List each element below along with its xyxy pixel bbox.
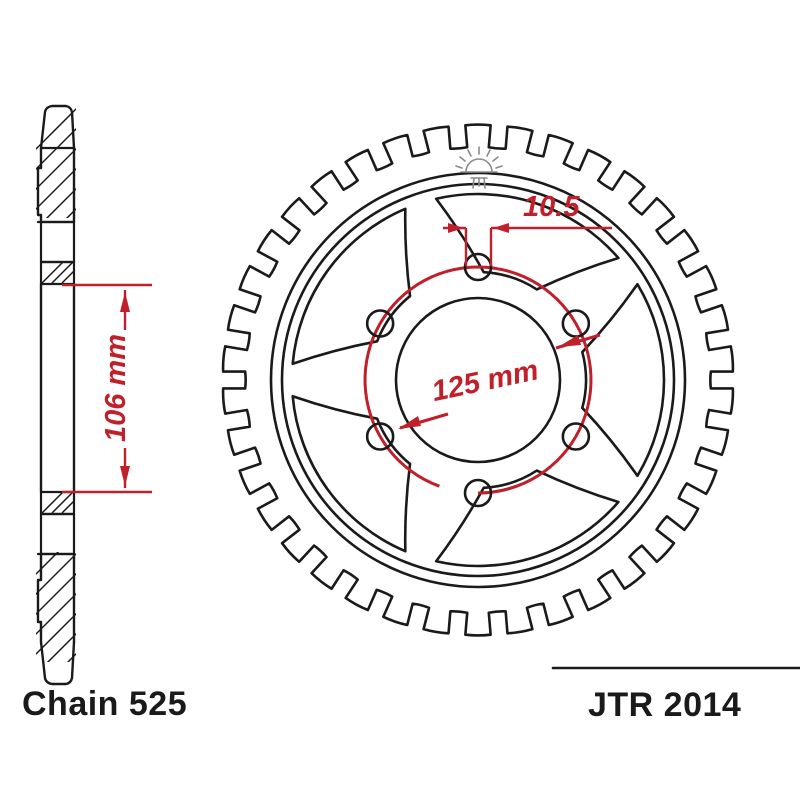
sprocket-tooth-outline bbox=[221, 123, 735, 637]
sprocket-window bbox=[291, 394, 412, 553]
sprocket-bolt-hole bbox=[561, 422, 591, 451]
pcd-dimension-label: 125 mm bbox=[429, 354, 541, 408]
section-lower-shoulder-hatching bbox=[41, 491, 75, 514]
section-upper-shoulder bbox=[39, 260, 76, 286]
sprocket-lightening-windows bbox=[291, 192, 666, 568]
bolt-circle-arc-stub bbox=[481, 484, 518, 495]
sprocket-window bbox=[434, 192, 620, 291]
sprocket-bolt-hole bbox=[463, 252, 493, 282]
pcd-dimension-group: 125 mm bbox=[398, 333, 601, 430]
thickness-dimension-group: 106 mm bbox=[62, 283, 152, 494]
sprocket-bolt-hole bbox=[365, 422, 395, 451]
sprocket-bolt-hole bbox=[365, 309, 395, 338]
bolt-hole-dimension-group: 10.5 bbox=[443, 191, 612, 266]
section-lower-step bbox=[39, 512, 76, 556]
sprocket-bolt-holes-group bbox=[365, 252, 591, 508]
section-lower-hatching bbox=[36, 552, 76, 662]
bolt-hole-arrowhead-left bbox=[448, 223, 464, 233]
pcd-arrowhead-left bbox=[398, 416, 421, 429]
sprocket-window bbox=[291, 207, 412, 366]
manufacturer-emblem-icon bbox=[455, 146, 503, 189]
section-lower-left-edge bbox=[36, 552, 43, 644]
sprocket-hub-bore-circle bbox=[394, 296, 562, 464]
sprocket-bolt-hole bbox=[463, 478, 493, 508]
sprocket-web-outer-circle bbox=[280, 182, 676, 578]
bolt-hole-dimension-label: 10.5 bbox=[523, 191, 580, 223]
section-upper-hatching bbox=[36, 107, 76, 218]
bolt-hole-arrowhead-right bbox=[493, 223, 509, 233]
thickness-dimension-label: 106 mm bbox=[100, 334, 132, 442]
section-upper-shoulder-hatching bbox=[41, 261, 75, 284]
sprocket-rim-inner-circle bbox=[269, 171, 687, 589]
sprocket-window bbox=[581, 282, 666, 478]
section-view-group bbox=[36, 104, 76, 686]
section-top-tooth-profile bbox=[39, 104, 76, 150]
sprocket-teeth-group bbox=[221, 123, 735, 637]
sprocket-window bbox=[434, 469, 620, 568]
pcd-arrowhead-right bbox=[558, 335, 581, 347]
thickness-upper-arrowhead bbox=[120, 292, 130, 312]
footer-group: Chain 525 JTR 2014 bbox=[22, 666, 800, 724]
part-number-label: JTR 2014 bbox=[588, 686, 741, 724]
section-upper-step bbox=[39, 220, 76, 264]
thickness-lower-arrowhead bbox=[120, 466, 130, 486]
bolt-circle-pcd-group bbox=[363, 265, 593, 495]
section-bottom-tooth-profile bbox=[39, 640, 76, 686]
bolt-circle-arc bbox=[363, 265, 593, 495]
chain-label: Chain 525 bbox=[22, 685, 187, 723]
